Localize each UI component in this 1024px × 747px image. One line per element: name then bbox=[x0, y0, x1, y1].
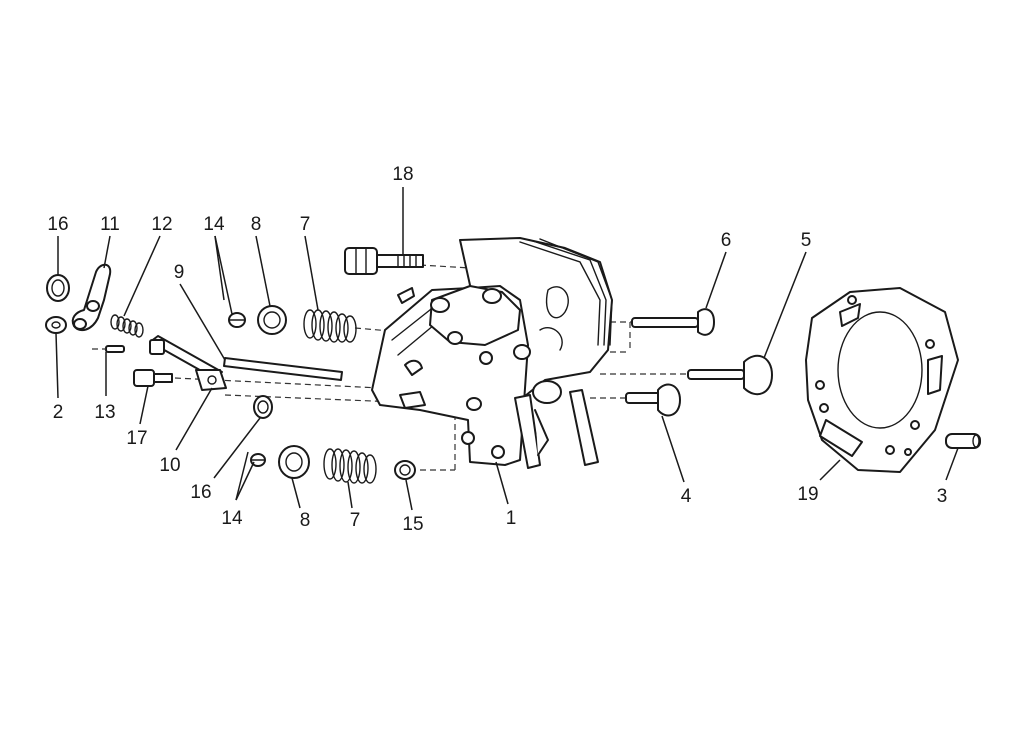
callout-8-bottom: 8 bbox=[300, 510, 311, 531]
callout-6: 6 bbox=[721, 230, 732, 251]
callout-labels: 16 11 12 14 8 7 18 9 6 5 2 13 17 10 16 1… bbox=[47, 164, 947, 535]
part-7-valve-spring-bottom bbox=[323, 448, 377, 484]
callout-12: 12 bbox=[151, 214, 172, 235]
part-15-valve-seal bbox=[394, 460, 416, 480]
part-4-valve-guide bbox=[625, 383, 681, 417]
part-12-small-spring bbox=[110, 314, 144, 338]
part-19-head-gasket bbox=[805, 287, 959, 473]
callout-16-top: 16 bbox=[47, 214, 68, 235]
callout-7-top: 7 bbox=[300, 214, 311, 235]
part-18-head-bolt bbox=[344, 247, 424, 275]
callout-8-top: 8 bbox=[251, 214, 262, 235]
callout-16-bottom: 16 bbox=[190, 482, 211, 503]
callout-9: 9 bbox=[174, 262, 185, 283]
part-16-circlip-top bbox=[46, 274, 70, 302]
part-6-valve bbox=[631, 308, 715, 336]
callout-3: 3 bbox=[937, 486, 948, 507]
callout-19: 19 bbox=[797, 484, 818, 505]
part-7-valve-spring-top bbox=[303, 309, 357, 343]
part-17-bolt bbox=[133, 369, 173, 387]
callout-13: 13 bbox=[94, 402, 115, 423]
callout-14-top: 14 bbox=[203, 214, 225, 235]
part-10-rocker-pivot bbox=[149, 335, 227, 391]
part-13-small-screw bbox=[92, 345, 125, 353]
callout-1: 1 bbox=[506, 508, 517, 529]
part-8-retainer-top bbox=[257, 305, 287, 335]
part-2-nut bbox=[45, 316, 67, 334]
callout-18: 18 bbox=[392, 164, 413, 185]
callout-10: 10 bbox=[159, 455, 180, 476]
leader-lines bbox=[55, 187, 959, 511]
part-5-valve bbox=[687, 354, 773, 396]
callout-5: 5 bbox=[801, 230, 812, 251]
callout-11: 11 bbox=[100, 214, 120, 235]
callout-2: 2 bbox=[53, 402, 64, 423]
part-14-collet-bottom bbox=[250, 453, 266, 467]
callout-4: 4 bbox=[681, 486, 692, 507]
part-8-retainer-bottom bbox=[278, 445, 310, 479]
part-9-push-rod bbox=[223, 357, 343, 381]
callout-17: 17 bbox=[126, 428, 147, 449]
callout-15: 15 bbox=[402, 514, 423, 535]
part-11-rocker-arm bbox=[71, 263, 112, 332]
callout-7-bottom: 7 bbox=[350, 510, 361, 531]
part-16-circlip-bottom bbox=[253, 395, 273, 419]
part-3-dowel-pin bbox=[945, 433, 981, 449]
part-14-collet-top bbox=[228, 312, 246, 328]
part-1-cylinder-head bbox=[371, 237, 613, 469]
callout-14-bottom: 14 bbox=[221, 508, 243, 529]
